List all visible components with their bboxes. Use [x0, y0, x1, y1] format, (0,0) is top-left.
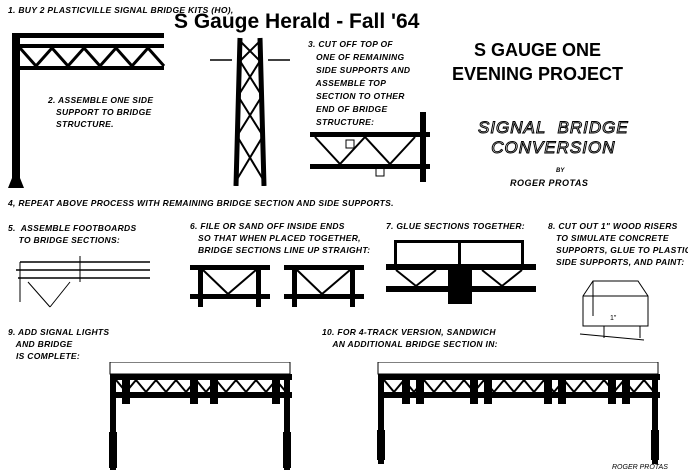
footboard-drawing: [16, 256, 150, 308]
four-track-bridge-drawing: [377, 362, 660, 464]
page-title: S Gauge Herald - Fall '64: [174, 10, 420, 33]
step-7-text: 7. GLUE SECTIONS TOGETHER:: [386, 221, 525, 231]
step-10-text: 10. FOR 4-TRACK VERSION, SANDWICH AN ADD…: [322, 327, 498, 349]
signature: ROGER PROTAS: [612, 464, 668, 471]
project-heading: S GAUGE ONE EVENING PROJECT: [452, 40, 624, 84]
author-name: ROGER PROTAS: [510, 178, 589, 188]
complete-bridge-drawing: [109, 362, 292, 470]
riser-dimension: 1": [610, 315, 617, 322]
article-title: SIGNAL BRIDGE CONVERSION: [478, 118, 629, 158]
step-8-text: 8. CUT OUT 1" WOOD RISERS TO SIMULATE CO…: [548, 221, 688, 267]
step-3-text: 3. CUT OFF TOP OF ONE OF REMAINING SIDE …: [308, 39, 411, 127]
step-2-text: 2. ASSEMBLE ONE SIDE SUPPORT TO BRIDGE S…: [48, 95, 154, 129]
step-6-text: 6. FILE OR SAND OFF INSIDE ENDS SO THAT …: [190, 221, 371, 255]
glued-sections-drawing: [386, 240, 536, 304]
two-sections-drawing: [190, 265, 364, 307]
step-1-text: 1. BUY 2 PLASTICVILLE SIGNAL BRIDGE KITS…: [8, 5, 234, 15]
tower-drawing: [210, 37, 290, 186]
wood-riser-drawing: 1": [579, 280, 649, 341]
step-4-text: 4, REPEAT ABOVE PROCESS WITH REMAINING B…: [8, 198, 394, 208]
single-side-bridge-drawing: [8, 33, 166, 188]
bridge-end-drawing: [310, 112, 430, 182]
step-9-text: 9. ADD SIGNAL LIGHTS AND BRIDGE IS COMPL…: [8, 327, 110, 361]
byline-by: BY: [556, 168, 565, 174]
step-5-text: 5. ASSEMBLE FOOTBOARDS TO BRIDGE SECTION…: [8, 223, 137, 245]
